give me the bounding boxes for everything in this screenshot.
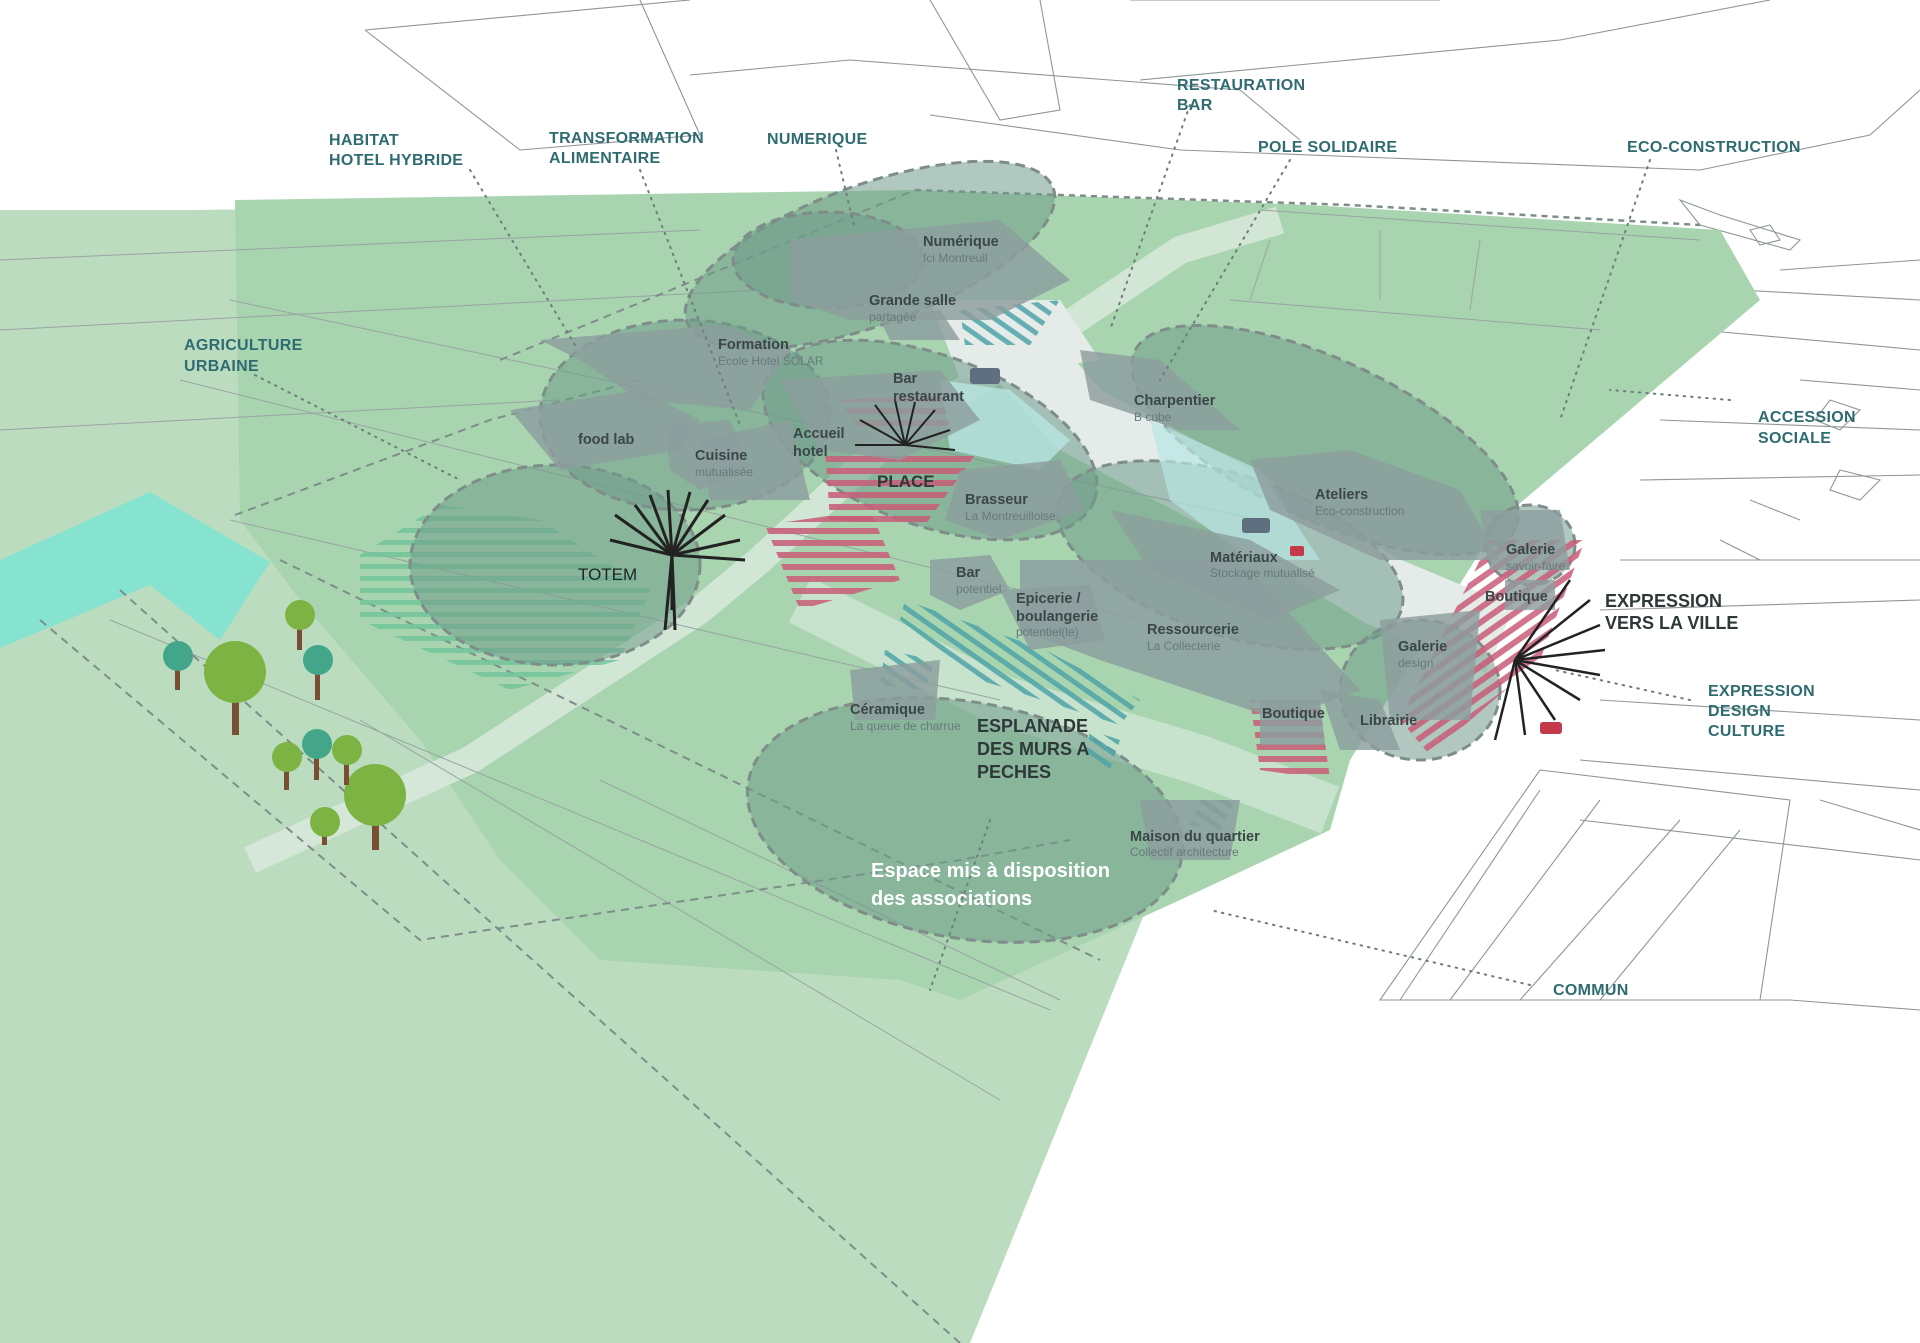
- food-lab-name: food lab: [578, 432, 635, 448]
- bar-restaurant-name-2: restaurant: [893, 389, 964, 405]
- esplanade-label-1: ESPLANADE: [977, 716, 1088, 736]
- ressourcerie-sub: La Collecterie: [1147, 639, 1221, 653]
- label-restauration-1: RESTAURATION: [1177, 77, 1305, 94]
- label-agriculture-1: AGRICULTURE: [184, 337, 303, 354]
- car-icon: [1540, 722, 1562, 734]
- boutique-right-name: Boutique: [1485, 589, 1548, 605]
- label-accession-1: ACCESSION: [1758, 409, 1856, 426]
- label-transformation-1: TRANSFORMATION: [549, 130, 704, 147]
- tree-icon: [310, 807, 340, 845]
- grande-salle-name: Grande salle: [869, 293, 956, 309]
- brasseur-name: Brasseur: [965, 492, 1028, 508]
- materiaux-sub: Stockage mutualisé: [1210, 566, 1315, 580]
- label-accession-2: SOCIALE: [1758, 430, 1831, 447]
- label-eco-construction: ECO-CONSTRUCTION: [1627, 139, 1801, 156]
- brasseur-sub: La Montreuilloise: [965, 509, 1056, 523]
- epicerie-name-2: boulangerie: [1016, 609, 1098, 625]
- formation-sub: Ecole Hotel SOLAR: [718, 354, 824, 368]
- ceramique-name: Céramique: [850, 702, 925, 718]
- leader-lines: [254, 104, 1731, 991]
- galerie-design-name: Galerie: [1398, 639, 1447, 655]
- cuisine-name: Cuisine: [695, 448, 747, 464]
- water-channel: [0, 492, 270, 648]
- label-habitat-2: HOTEL HYBRIDE: [329, 152, 463, 169]
- charpentier-sub: B cube: [1134, 410, 1172, 424]
- boutique-name: Boutique: [1262, 706, 1325, 722]
- expression-ville-label-1: EXPRESSION: [1605, 591, 1722, 611]
- tree-icon: [272, 742, 302, 790]
- esplanade-label-2: DES MURS A: [977, 739, 1089, 759]
- category-labels: HABITAT HOTEL HYBRIDE TRANSFORMATION ALI…: [184, 77, 1856, 999]
- tree-icon: [332, 735, 362, 785]
- label-pole-solidaire: POLE SOLIDAIRE: [1258, 139, 1397, 156]
- bar-potentiel-name: Bar: [956, 565, 981, 581]
- city-context-right: [1378, 259, 1920, 1011]
- accueil-name-2: hotel: [793, 444, 828, 460]
- epicerie-name-1: Epicerie /: [1016, 591, 1080, 607]
- librairie-name: Librairie: [1360, 713, 1417, 729]
- building-labels: Numérique Ici Montreuil Grande salle par…: [578, 234, 1566, 859]
- cuisine-sub: mutualisée: [695, 465, 753, 479]
- galerie-savoir-name: Galerie: [1506, 542, 1555, 558]
- vehicles: [970, 368, 1562, 734]
- associations-label-1: Espace mis à disposition: [871, 860, 1110, 882]
- place-label: PLACE: [877, 472, 935, 491]
- buildings: [510, 220, 1570, 860]
- ressourcerie-name: Ressourcerie: [1147, 622, 1239, 638]
- tree-icon: [344, 764, 406, 850]
- truck-icon: [970, 368, 1000, 384]
- tree-icon: [285, 600, 315, 650]
- tree-icon: [302, 729, 332, 780]
- galerie-design-sub: design: [1398, 656, 1433, 670]
- totem-icon: [609, 489, 746, 631]
- bar-restaurant-name-1: Bar: [893, 371, 918, 387]
- numerique-sub: Ici Montreuil: [923, 251, 988, 265]
- lower-path: [788, 577, 1339, 834]
- materiaux-name: Matériaux: [1210, 550, 1278, 566]
- trees: [163, 600, 406, 850]
- tree-icon: [303, 645, 333, 700]
- ceramique-sub: La queue de charrue: [850, 719, 961, 733]
- road-plaza: [1150, 420, 1320, 560]
- tree-icon: [204, 641, 266, 735]
- maison-quartier-name: Maison du quartier: [1130, 829, 1260, 845]
- place-burst-icon: [855, 399, 956, 451]
- label-numerique: NUMERIQUE: [767, 131, 868, 148]
- grande-salle-sub: partagée: [869, 310, 917, 324]
- place-plaza: [940, 380, 1070, 470]
- associations-label-2: des associations: [871, 888, 1032, 910]
- charpentier-name: Charpentier: [1134, 393, 1216, 409]
- bar-potentiel-sub: potentiel: [956, 582, 1001, 596]
- totem-label: TOTEM: [578, 565, 637, 584]
- label-expression-culture-1: EXPRESSION: [1708, 683, 1815, 700]
- esplanade-label-3: PECHES: [977, 762, 1051, 782]
- label-restauration-2: BAR: [1177, 97, 1213, 114]
- epicerie-sub: potentiel(le): [1016, 625, 1079, 639]
- numerique-name: Numérique: [923, 234, 999, 250]
- label-expression-culture-2: DESIGN: [1708, 703, 1771, 720]
- galerie-savoir-sub: savoir-faire: [1506, 559, 1566, 573]
- label-agriculture-2: URBAINE: [184, 358, 259, 375]
- label-expression-culture-3: CULTURE: [1708, 723, 1785, 740]
- city-context-top: [364, 0, 1920, 251]
- formation-name: Formation: [718, 337, 789, 353]
- accueil-name-1: Accueil: [793, 426, 845, 442]
- label-transformation-2: ALIMENTAIRE: [549, 150, 660, 167]
- car-icon: [1290, 546, 1304, 556]
- label-commun: COMMUN: [1553, 982, 1629, 999]
- feature-labels: TOTEM PLACE ESPLANADE DES MURS A PECHES …: [578, 472, 1738, 910]
- ateliers-name: Ateliers: [1315, 487, 1368, 503]
- tree-icon: [163, 641, 193, 690]
- truck-icon: [1242, 518, 1270, 533]
- expression-ville-label-2: VERS LA VILLE: [1605, 613, 1738, 633]
- maison-quartier-sub: Collectif architecture: [1130, 845, 1239, 859]
- ateliers-sub: Eco-construction: [1315, 504, 1404, 518]
- label-habitat-1: HABITAT: [329, 132, 399, 149]
- expression-rays: [1493, 579, 1606, 741]
